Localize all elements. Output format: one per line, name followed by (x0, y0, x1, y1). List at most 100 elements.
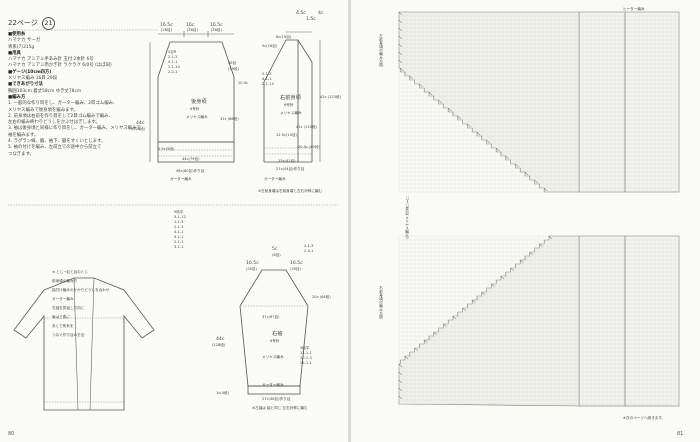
front-top-dim-1: 4.5c (296, 11, 306, 16)
back-side-3: 20.5c (238, 81, 248, 85)
raglan-step: 4-1-1 (262, 77, 272, 81)
front-height: 42c (123段) (320, 95, 341, 99)
sleeve-top-sts-2: (8目) (272, 253, 281, 257)
left-page-number: 80 (8, 431, 15, 437)
shaping-step: 2-1-3 (174, 225, 184, 229)
illustration-label: 袖付け編みのかかりどうしを合わせ (52, 288, 110, 292)
back-top-sts-2: (26目) (187, 28, 198, 32)
sleeve-rib: ガーター編み (262, 383, 284, 387)
decrease-mark (428, 91, 433, 96)
back-side-1: 28目 (228, 61, 237, 65)
shaping-step: 5-1-12 (174, 215, 186, 219)
front-right-diagram (263, 31, 321, 163)
chart-grid (398, 11, 680, 193)
decrease-mark (544, 187, 548, 192)
raglan-step: 4-1-1 (168, 60, 178, 64)
sleeve-width: 37c(67目) (262, 315, 280, 319)
illustration-label: あとで別糸を (52, 324, 74, 328)
front-neck-2: 5c(16目) (262, 44, 278, 48)
decrease-mark (398, 11, 403, 16)
decrease-mark (443, 323, 447, 328)
front-top-dim-2: 1.5c (306, 17, 316, 22)
materials-line: 1. 一般的な作り目をし、ガーター編み、2目ゴム編み、 (8, 101, 118, 107)
sleeve-length: 44c (216, 337, 225, 342)
materials-line: ■使用糸 (8, 32, 26, 37)
shaping-step: 3-1-1 (174, 245, 184, 249)
decrease-mark (398, 363, 403, 368)
front-width: 41c (110段) (296, 125, 317, 129)
decrease-mark (486, 139, 490, 144)
decrease-mark (398, 43, 403, 48)
materials-line: 4. ラグラン線、脇、袖下、脇をすくいとじます。 (8, 139, 106, 145)
back-height: 44c (136, 121, 145, 126)
chart-front-band (578, 11, 680, 193)
decrease-mark (414, 347, 418, 352)
back-side-2: (59段) (228, 67, 239, 71)
page-reference: 22ページ (8, 19, 38, 27)
decrease-mark (404, 355, 409, 360)
raglan-step: 2-2-1 (168, 70, 178, 74)
shaping-step: 4-1-1 (174, 230, 184, 234)
sleeve-length-rows: (128段) (212, 343, 226, 347)
chart-bottom-title: 右前身頃の編み方図 (379, 286, 384, 319)
increase-step: 25-1-1 (300, 361, 312, 365)
increase-step: 5段平 (300, 346, 310, 350)
materials-line: 左右の編み終わりどうしをかぶせはぎします。 (8, 120, 100, 126)
chart-middle-note: □=□表目(メリヤス編み) (405, 196, 410, 239)
decrease-mark (398, 379, 403, 384)
chart-top-note: ヒーター編み (623, 7, 645, 11)
chart-top-title: 左前身頃の編み方図 (379, 34, 384, 67)
back-top-dim-2: 16c (186, 23, 195, 28)
back-rib-height: 2.5c(5段) (158, 147, 175, 151)
raglan-step: 2-1-3 (304, 244, 314, 248)
back-cast-on: 46c(80目)作り目 (176, 169, 205, 173)
decrease-mark (419, 83, 423, 88)
shaping-step: 1-1-3 (174, 220, 184, 224)
right-front-chart (398, 235, 680, 407)
front-top-dim-3: 4c (318, 11, 324, 16)
decrease-mark (409, 75, 413, 80)
back-top-dim-3: 16.5c (210, 23, 223, 28)
decrease-mark (476, 131, 481, 136)
increase-step: 20-1-3 (300, 356, 312, 360)
decrease-mark (491, 283, 495, 288)
illustration-label: 前身頃の編み方 (52, 279, 78, 283)
materials-line: 5. 袖の付けを編み、左前立ての途中から前立て (8, 145, 102, 151)
materials-line: ハマナカ アミアミ両かぎ針 ラクラク 6/0号 (ほぼ同) (8, 63, 112, 69)
chart-bottom-note: ※次のページへ続きます。 (623, 416, 666, 420)
materials-line: ■用具 (8, 50, 21, 56)
front-title: 右前身頃 (280, 95, 301, 101)
decrease-mark (398, 371, 403, 376)
decrease-mark (524, 171, 529, 176)
decrease-mark (505, 155, 509, 160)
sleeve-top-dim-2: 5c (272, 247, 278, 252)
sleeve-title: 右袖 (272, 331, 283, 337)
illustration-label: ガーター編み (52, 297, 74, 301)
decrease-mark (398, 59, 403, 64)
decrease-mark (534, 179, 538, 184)
materials-line: メリヤス編み 16目 29段 (8, 76, 58, 82)
back-body-title: 後身頃 (191, 99, 207, 105)
back-body-rows: 31c (86段) (220, 117, 239, 121)
back-body-diagram (149, 31, 235, 163)
back-body-subtitle: メリヤス編み (186, 115, 208, 119)
raglan-step: 2-1-14 (262, 82, 274, 86)
illustration-label: つなぐ作り目の方法 (52, 333, 85, 337)
materials-line: 2. 前身頃は右前を作り目をして2目ゴム編みで編み、 (8, 113, 113, 119)
illustration-label: ≡ とじ→目と目のとじ (52, 270, 88, 274)
decrease-mark (472, 299, 476, 304)
sleeve-needle: 6号針 (270, 339, 280, 343)
pattern-number-badge: 21 (42, 17, 56, 30)
decrease-mark (438, 99, 442, 104)
header-rule (8, 29, 158, 31)
decrease-mark (398, 395, 403, 400)
decrease-mark (515, 163, 519, 168)
back-top-sts-1: (26目) (161, 28, 172, 32)
jacket-illustration (13, 277, 155, 411)
decrease-mark (496, 147, 500, 152)
